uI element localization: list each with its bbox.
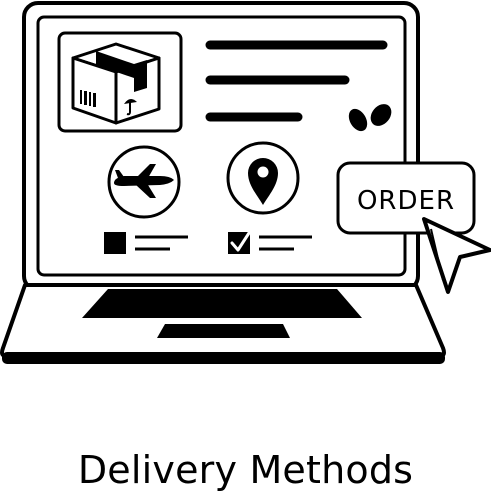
cursor-arrow-icon bbox=[422, 217, 491, 294]
order-button-label: ORDER bbox=[357, 186, 455, 216]
description-lines bbox=[205, 40, 388, 122]
location-pin-icon bbox=[248, 158, 278, 205]
delivery-option-location bbox=[226, 141, 300, 215]
barcode-icon bbox=[80, 90, 96, 107]
checkbox-unchecked[interactable] bbox=[104, 232, 126, 254]
package-card bbox=[57, 31, 183, 133]
caption-title: Delivery Methods bbox=[77, 448, 414, 492]
checkmark-icon bbox=[230, 231, 251, 252]
laptop-base bbox=[0, 283, 446, 364]
decorative-leaves-icon bbox=[348, 104, 392, 132]
option-row-location[interactable] bbox=[228, 231, 312, 254]
airplane-icon bbox=[114, 164, 174, 198]
umbrella-icon bbox=[124, 98, 137, 116]
trackpad bbox=[157, 324, 290, 338]
option-row-air[interactable] bbox=[104, 232, 188, 254]
package-box-icon bbox=[71, 42, 161, 125]
order-button[interactable]: ORDER bbox=[336, 161, 476, 235]
keyboard bbox=[82, 289, 362, 318]
delivery-option-air bbox=[107, 145, 181, 219]
